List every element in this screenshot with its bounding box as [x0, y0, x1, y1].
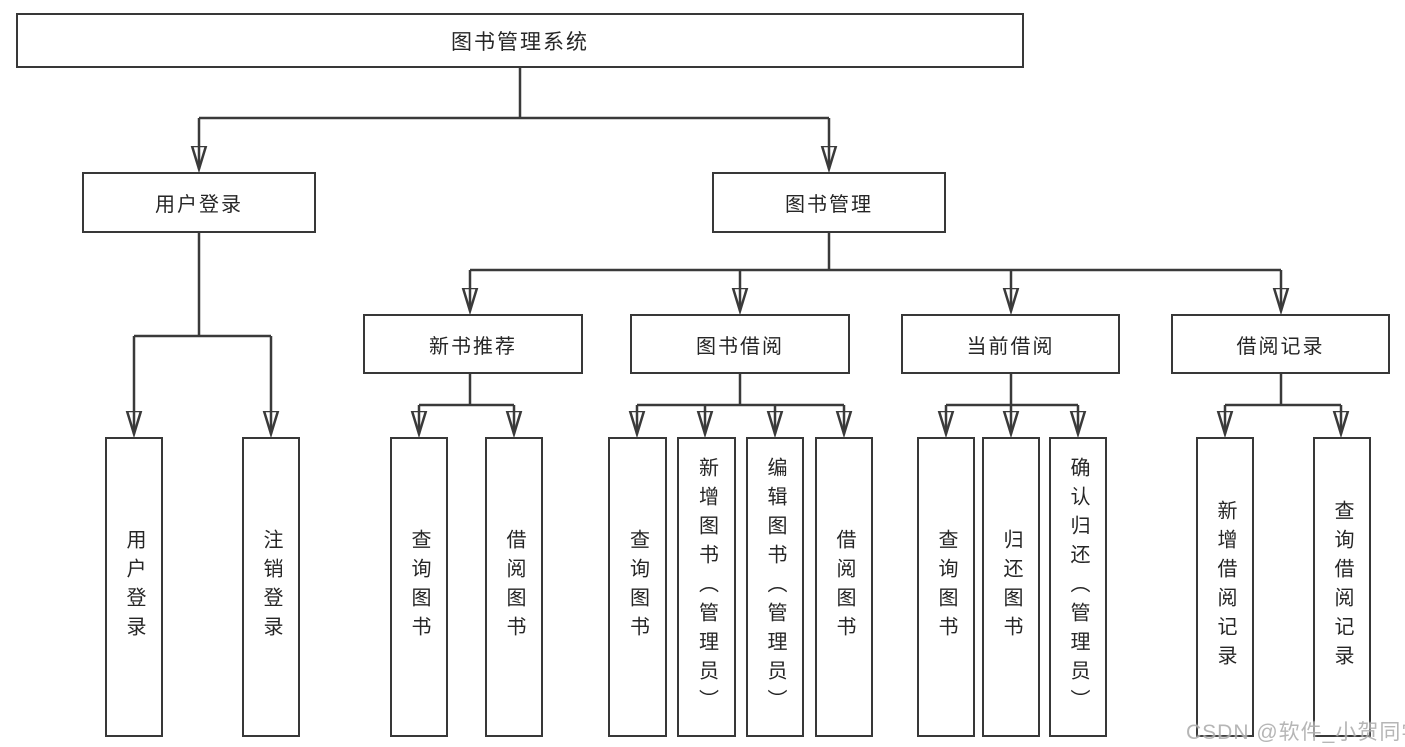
leaf-logout: 注销登录 [242, 437, 300, 737]
node-new-book-recommend: 新书推荐 [363, 314, 583, 374]
node-label: 新增借阅记录 [1214, 500, 1236, 674]
node-label: 当前借阅 [966, 335, 1055, 358]
leaf-borrow-edit-book-admin: 编辑图书（管理员） [746, 437, 804, 737]
leaf-current-query: 查询图书 [917, 437, 975, 737]
node-label: 查询图书 [935, 529, 957, 645]
node-root-system: 图书管理系统 [16, 13, 1024, 68]
leaf-borrow-query: 查询图书 [608, 437, 667, 737]
leaf-return-book: 归还图书 [982, 437, 1040, 737]
leaf-user-login: 用户登录 [105, 437, 163, 737]
node-label: 查询借阅记录 [1331, 500, 1353, 674]
node-label: 借阅记录 [1236, 335, 1325, 358]
node-label: 借阅图书 [503, 529, 525, 645]
node-borrow-records: 借阅记录 [1171, 314, 1390, 374]
node-label: 查询图书 [626, 529, 649, 645]
node-label: 图书管理 [785, 194, 873, 216]
leaf-newbook-borrow: 借阅图书 [485, 437, 543, 737]
leaf-query-borrow-record: 查询借阅记录 [1313, 437, 1371, 737]
node-book-management: 图书管理 [712, 172, 946, 233]
node-label: 图书管理系统 [451, 30, 589, 54]
leaf-borrow-add-book-admin: 新增图书（管理员） [677, 437, 736, 737]
node-label: 图书借阅 [696, 335, 784, 358]
node-label: 新增图书（管理员） [695, 456, 718, 718]
leaf-borrow-book: 借阅图书 [815, 437, 873, 737]
node-label: 用户登录 [123, 529, 145, 645]
leaf-confirm-return-admin: 确认归还（管理员） [1049, 437, 1107, 737]
node-label: 注销登录 [260, 529, 282, 645]
node-label: 用户登录 [155, 194, 243, 216]
node-label: 编辑图书（管理员） [764, 456, 786, 718]
leaf-add-borrow-record: 新增借阅记录 [1196, 437, 1254, 737]
node-current-borrow: 当前借阅 [901, 314, 1120, 374]
node-label: 新书推荐 [429, 335, 517, 358]
node-label: 借阅图书 [833, 529, 855, 645]
csdn-watermark: CSDN @软件_小贺同学 [1186, 721, 1405, 744]
node-book-borrow: 图书借阅 [630, 314, 850, 374]
node-label: 确认归还（管理员） [1067, 456, 1089, 718]
node-user-login: 用户登录 [82, 172, 316, 233]
node-label: 归还图书 [1000, 529, 1022, 645]
node-label: 查询图书 [408, 529, 430, 645]
leaf-newbook-query: 查询图书 [390, 437, 448, 737]
